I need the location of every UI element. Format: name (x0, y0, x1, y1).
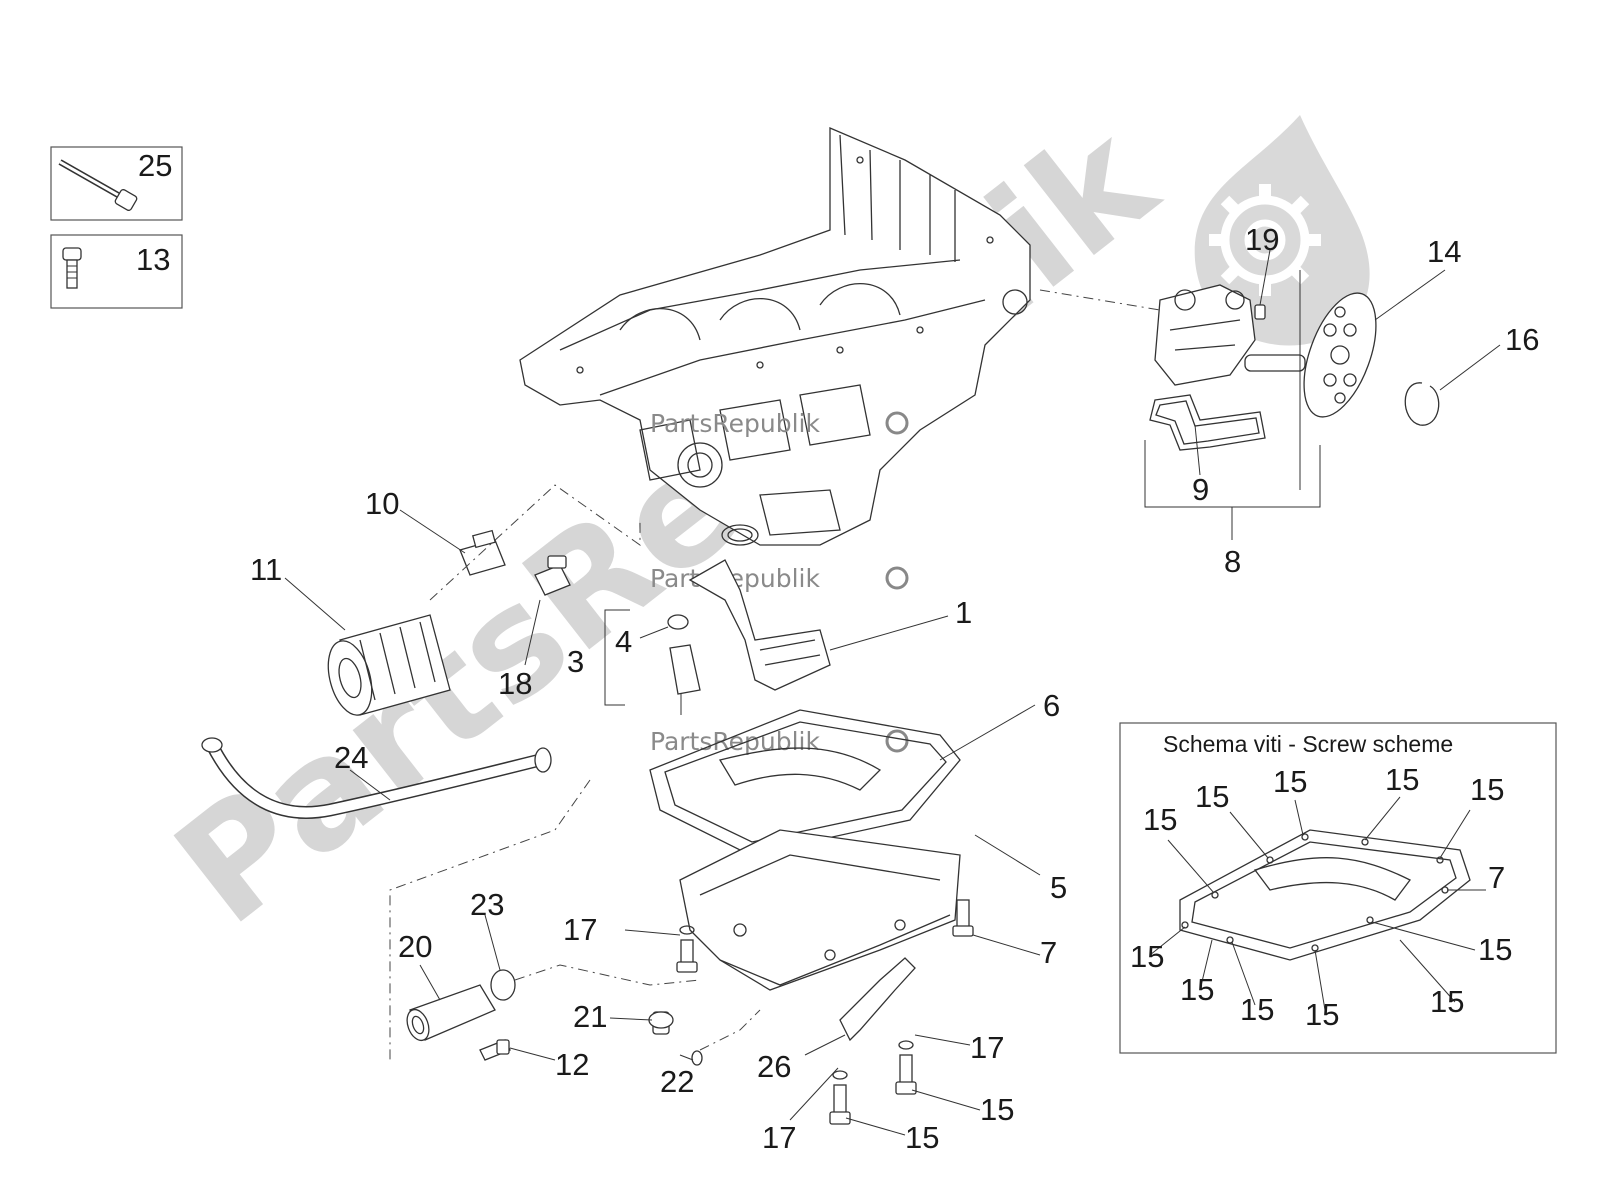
label-15-l2: 15 (1195, 779, 1229, 814)
washer-22 (691, 1009, 761, 1066)
bracket-8 (1144, 270, 1321, 540)
label-9: 9 (1192, 472, 1209, 507)
label-16: 16 (1505, 322, 1539, 357)
screw-17-a (676, 925, 698, 973)
oil-pan-5 (679, 829, 961, 991)
label-15-b: 15 (905, 1120, 939, 1155)
watermark-small-3: PartsRepublik (650, 727, 909, 756)
oil-filter-11 (327, 614, 451, 716)
small-gear-icon (885, 411, 909, 435)
label-25: 25 (138, 148, 172, 183)
label-15-l4: 15 (1385, 762, 1419, 797)
watermark-big-text: PartsRepublik (145, 91, 1187, 959)
sprocket-14 (1303, 292, 1377, 418)
bolt-12 (479, 1039, 511, 1061)
screw-7 (952, 899, 974, 937)
label-3: 3 (567, 644, 584, 679)
label-1: 1 (955, 595, 972, 630)
label-6: 6 (1043, 688, 1060, 723)
label-15-l9: 15 (1240, 992, 1274, 1027)
small-gear-icon (885, 566, 909, 590)
label-4: 4 (615, 624, 632, 659)
pan-gasket-6 (649, 709, 961, 856)
label-24: 24 (334, 740, 368, 775)
screw-scheme-legend: Schema viti - Screw scheme (1119, 722, 1557, 1054)
sensor-18 (534, 555, 571, 596)
adapter-10 (429, 484, 641, 601)
label-15-l3: 15 (1273, 764, 1307, 799)
label-15-l5: 15 (1470, 772, 1504, 807)
label-14: 14 (1427, 234, 1461, 269)
watermark-small-1: PartsRepublik (650, 409, 909, 438)
screw-15-a (895, 1040, 917, 1095)
oil-pump-gasket (1149, 394, 1266, 451)
label-15-l6: 15 (1478, 932, 1512, 967)
label-17-c: 17 (762, 1120, 796, 1155)
label-26: 26 (757, 1049, 791, 1084)
part-labels: 1 3 4 6 5 7 8 9 10 11 12 14 16 19 18 24 … (250, 222, 1539, 1155)
label-7-legend: 7 (1488, 860, 1505, 895)
label-8: 8 (1224, 544, 1241, 579)
label-15-l10: 15 (1180, 972, 1214, 1007)
oring-23 (490, 964, 701, 1001)
label-15-l1: 15 (1143, 802, 1177, 837)
plug-20 (406, 984, 496, 1042)
watermark-brand-text: PartsRepublik (650, 409, 820, 438)
label-10: 10 (365, 486, 399, 521)
label-15-l11: 15 (1130, 939, 1164, 974)
screw-box-25: 25 (50, 146, 183, 221)
drain-plug-21 (648, 1011, 674, 1035)
short-screw-icon (62, 247, 82, 289)
label-12: 12 (555, 1047, 589, 1082)
label-5: 5 (1050, 870, 1067, 905)
bracket-3-4 (604, 609, 701, 715)
long-screw-icon (58, 159, 138, 211)
circlip-16 (1404, 382, 1440, 426)
label-17-b: 17 (970, 1030, 1004, 1065)
screw-box-13: 13 (50, 234, 183, 309)
leader-lines (284, 249, 1501, 1136)
label-17-a: 17 (563, 912, 597, 947)
label-7: 7 (1040, 935, 1057, 970)
screw-15-b (829, 1070, 851, 1125)
oil-pump (1039, 284, 1306, 386)
pin-19 (1254, 304, 1266, 320)
oil-pipe-24 (201, 737, 591, 1060)
label-23: 23 (470, 887, 504, 922)
gear-icon (1209, 184, 1321, 296)
bracket-26 (839, 957, 916, 1042)
label-13: 13 (136, 242, 170, 277)
oil-strainer-1 (688, 524, 831, 691)
label-18: 18 (498, 666, 532, 701)
crankcase (519, 127, 1031, 546)
label-19: 19 (1245, 222, 1279, 257)
watermark-small-2: PartsRepublik (650, 564, 909, 593)
label-15-l7: 15 (1430, 984, 1464, 1019)
label-21: 21 (573, 999, 607, 1034)
small-gear-icon (885, 729, 909, 753)
label-11: 11 (250, 552, 282, 587)
label-22: 22 (660, 1064, 694, 1099)
label-20: 20 (398, 929, 432, 964)
watermark-brand-text: PartsRepublik (650, 727, 820, 756)
label-15-a: 15 (980, 1092, 1014, 1127)
legend-title: Schema viti - Screw scheme (1163, 731, 1453, 757)
label-15-l8: 15 (1305, 997, 1339, 1032)
